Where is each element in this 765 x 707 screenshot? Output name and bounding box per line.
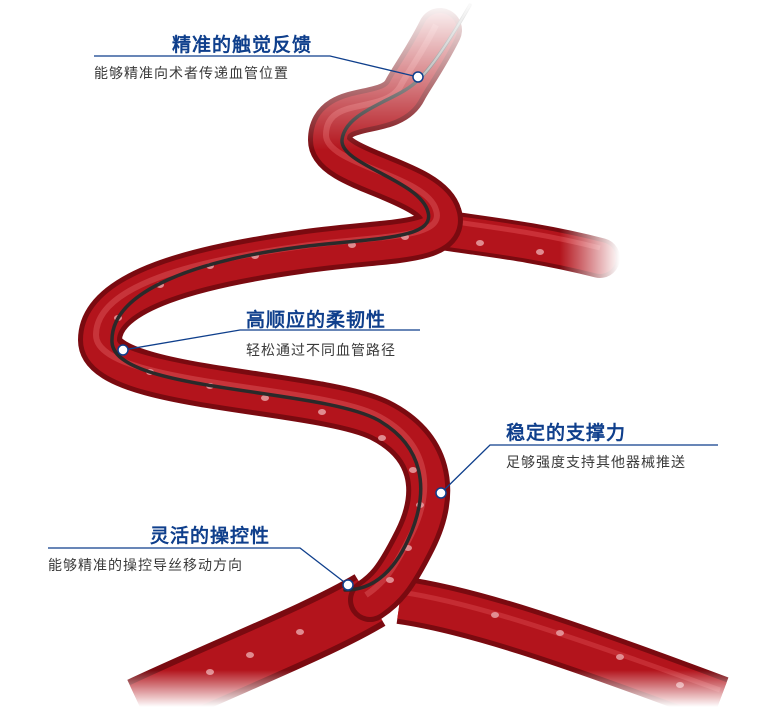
top-fade [300,0,500,150]
callout-description: 能够精准的操控导丝移动方向 [48,558,243,574]
callout-title: 灵活的操控性 [150,525,271,547]
callout-title: 稳定的支撑力 [506,422,627,444]
callout-description: 能够精准向术者传递血管位置 [94,66,289,82]
callout-title: 高顺应的柔韧性 [246,309,387,331]
callout-description: 轻松通过不同血管路径 [246,343,396,359]
bottom-fade [100,670,765,707]
callout-title: 精准的触觉反馈 [172,34,313,56]
callout-markers [117,71,447,591]
right-fade [560,200,620,290]
callout-description: 足够强度支持其他器械推送 [506,455,686,471]
callout-lines [48,55,718,586]
